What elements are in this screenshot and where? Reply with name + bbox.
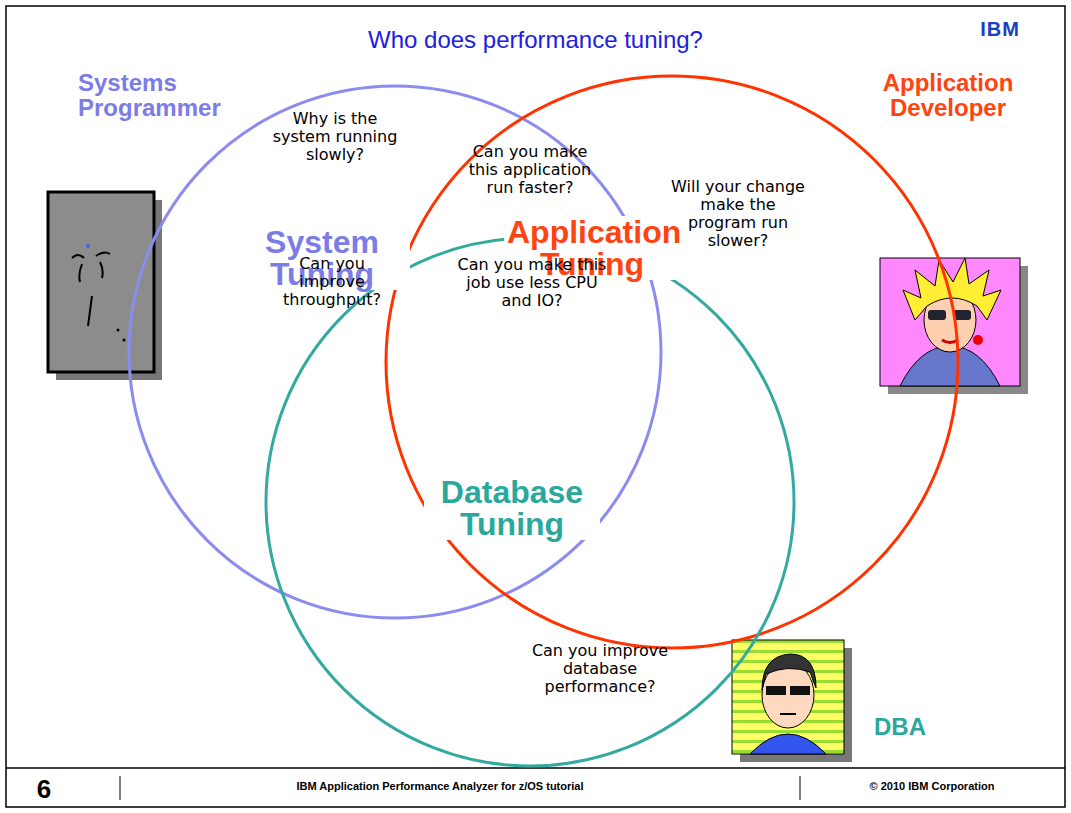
question: Can you improve throughput? (280, 255, 385, 309)
logo: IBM (972, 18, 1028, 41)
role-name: Systems Programmer (78, 70, 278, 120)
question: Can you make this job use less CPU and I… (457, 256, 607, 310)
venn-circle: Database Tuning (264, 236, 796, 768)
role-name: Application Developer (868, 70, 1028, 120)
question: Will your change make the program run sl… (668, 178, 808, 250)
footer-text: IBM Application Performance Analyzer for… (160, 780, 720, 792)
footer-divider (120, 776, 121, 800)
page-frame (6, 6, 1065, 807)
circle-heading: Database Tuning (424, 476, 600, 540)
question: Can you improve database performance? (530, 642, 670, 696)
page-number: 6 (14, 774, 74, 805)
slide-title: Who does performance tuning? (0, 26, 1071, 54)
programmer-picture (48, 192, 162, 380)
footer-text: © 2010 IBM Corporation (812, 780, 1052, 792)
question: Can you make this application run faster… (460, 143, 600, 197)
question: Why is the system running slowly? (268, 110, 403, 164)
dba-picture (732, 640, 852, 762)
developer-picture (880, 258, 1028, 394)
footer-divider (800, 776, 801, 800)
role-name: DBA (860, 714, 940, 739)
footer-rule (6, 767, 1065, 769)
